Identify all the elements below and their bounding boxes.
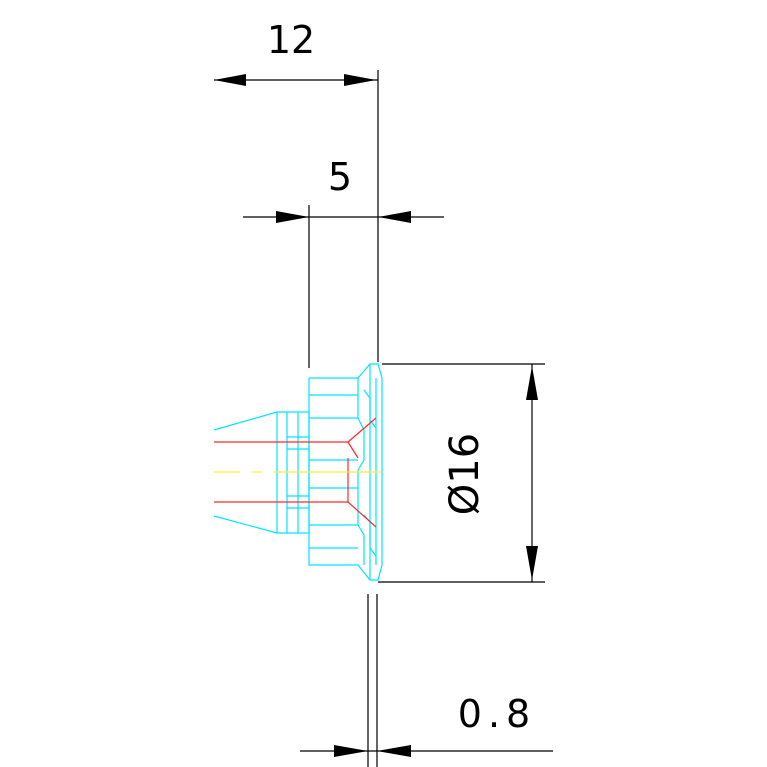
arrowhead-right-12 <box>344 74 376 86</box>
label-gap: 0.8 <box>458 692 536 736</box>
dimension-diameter <box>378 363 545 583</box>
bore-step <box>347 441 359 459</box>
label-diameter: Ø16 <box>442 433 488 515</box>
dimension-text-layer: 12 5 Ø16 0.8 <box>267 18 536 736</box>
bore-chamfer-bottom <box>347 501 377 528</box>
arrowhead-left-12 <box>214 74 246 86</box>
label-flange-length: 5 <box>328 155 352 199</box>
shank-top-edge <box>213 411 287 431</box>
label-overall-length: 12 <box>267 18 315 62</box>
dimension-overall-length <box>214 70 379 362</box>
dimension-flange-length <box>243 205 444 368</box>
bore-chamfer-top <box>347 417 377 443</box>
arrowhead-right-0-8 <box>377 745 411 757</box>
dimension-gap <box>300 594 553 767</box>
arrowhead-top-dia <box>526 366 538 400</box>
flange-serration <box>357 378 365 565</box>
arrowhead-right-5 <box>378 211 411 223</box>
flange-body <box>308 363 383 581</box>
hidden-bore-layer <box>214 417 377 528</box>
arrowhead-bottom-dia <box>526 546 538 580</box>
arrowhead-left-0-8 <box>334 745 368 757</box>
dimension-layer <box>214 70 553 767</box>
shank-bottom-edge <box>213 515 287 534</box>
arrowhead-left-5 <box>276 211 309 223</box>
